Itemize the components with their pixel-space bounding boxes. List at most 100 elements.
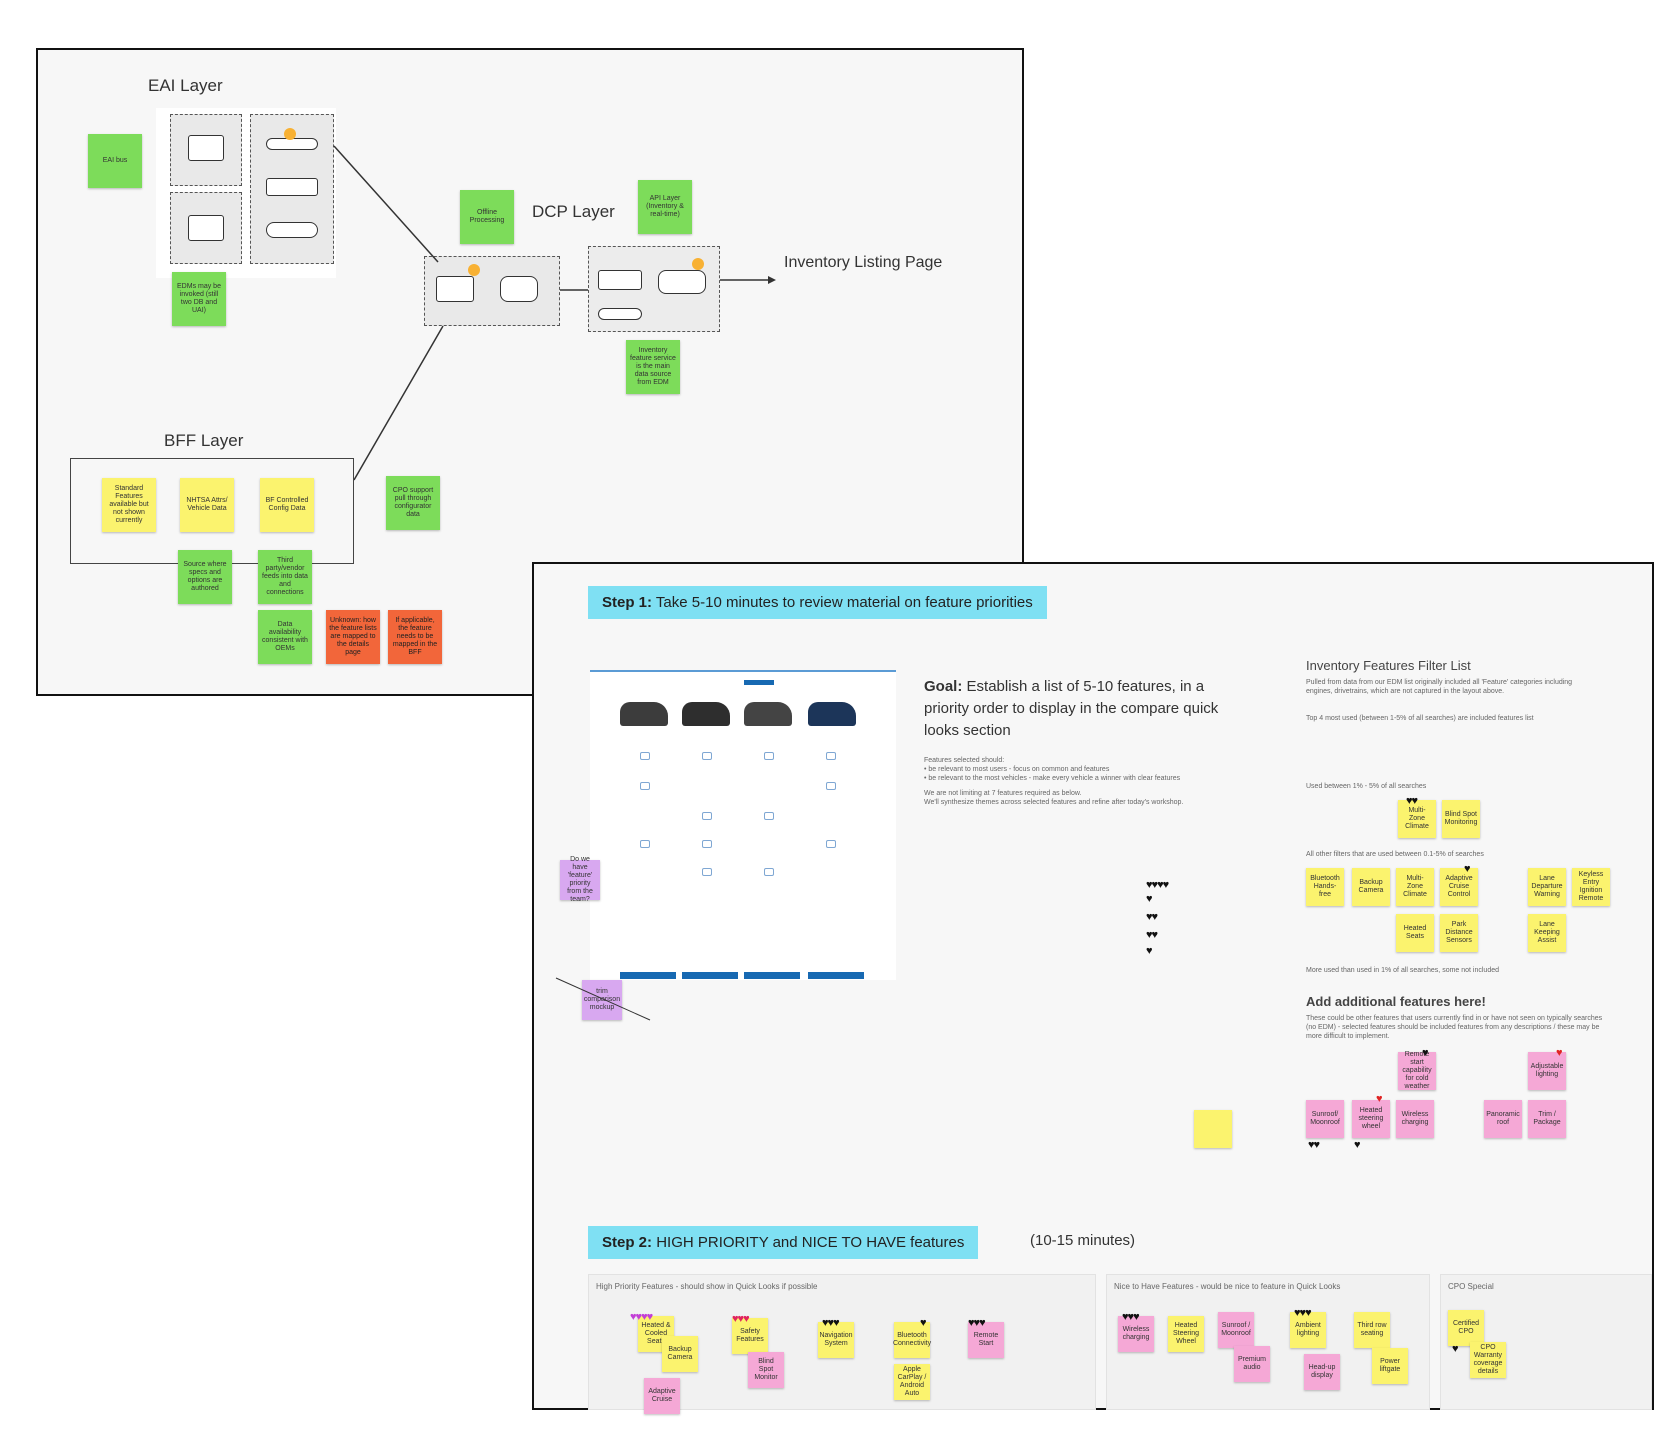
- sticky-note[interactable]: EAI bus: [88, 134, 142, 188]
- strike-line: [555, 977, 651, 1021]
- feature-icon: [764, 812, 774, 820]
- mockup-cta-button[interactable]: [744, 972, 800, 979]
- sticky-note[interactable]: Remote Start: [968, 1322, 1004, 1358]
- comment-marker-icon[interactable]: [692, 258, 704, 270]
- sticky-note[interactable]: Source where specs and options are autho…: [178, 550, 232, 604]
- api-node[interactable]: [598, 270, 642, 290]
- sticky-note[interactable]: Navigation System: [818, 1322, 854, 1358]
- sticky-note[interactable]: Certified CPO: [1448, 1310, 1484, 1346]
- sticky-note[interactable]: Multi-Zone Climate: [1396, 868, 1434, 906]
- sticky-note[interactable]: Bluetooth Hands-free: [1306, 868, 1344, 906]
- feature-icon: [826, 752, 836, 760]
- sticky-note[interactable]: Adaptive Cruise Control: [1440, 868, 1478, 906]
- feature-icon: [702, 868, 712, 876]
- sticky-note[interactable]: EDMs may be invoked (still two DB and UA…: [172, 272, 226, 326]
- sticky-note[interactable]: Heated Seats: [1396, 914, 1434, 952]
- sticky-note[interactable]: Do we have 'feature' priority from the t…: [560, 856, 600, 903]
- mockup-tab: [744, 680, 774, 685]
- sticky-note[interactable]: Wireless charging: [1118, 1316, 1154, 1352]
- api-node[interactable]: [658, 270, 706, 294]
- sticky-note[interactable]: Backup Camera: [662, 1336, 698, 1372]
- sticky-note[interactable]: Ambient lighting: [1290, 1312, 1326, 1348]
- sticky-note[interactable]: Head-up display: [1304, 1354, 1340, 1390]
- sticky-note[interactable]: Third party/vendor feeds into data and c…: [258, 550, 312, 604]
- dcp-node[interactable]: [500, 276, 538, 302]
- sticky-note[interactable]: Bluetooth Connectivity: [893, 1322, 931, 1358]
- sticky-note[interactable]: Offline Processing: [460, 190, 514, 244]
- sticky-note[interactable]: Adaptive Cruise: [644, 1378, 680, 1414]
- sticky-note[interactable]: Multi-Zone Climate: [1398, 800, 1436, 838]
- sticky-note[interactable]: If applicable, the feature needs to be m…: [388, 610, 442, 664]
- sticky-note[interactable]: Premium audio: [1234, 1346, 1270, 1382]
- mockup-cta-button[interactable]: [620, 972, 676, 979]
- sticky-note[interactable]: Park Distance Sensors: [1440, 914, 1478, 952]
- architecture-board[interactable]: EAI Layer EAI bus EDMs may be invoked (s…: [36, 48, 1024, 696]
- additional-features-desc: These could be other features that users…: [1306, 1015, 1603, 1040]
- sticky-note[interactable]: Adjustable lighting: [1528, 1052, 1566, 1090]
- goal-body-line: We are not limiting at 7 features requir…: [924, 790, 1082, 797]
- goal-label: Goal:: [924, 678, 963, 695]
- vote-hearts-icon: ♥♥♥: [1294, 1307, 1312, 1319]
- dcp-node[interactable]: [436, 276, 474, 302]
- sticky-note[interactable]: Lane Departure Warning: [1528, 868, 1566, 906]
- sticky-note[interactable]: Apple CarPlay / Android Auto: [894, 1364, 930, 1400]
- vote-hearts-icon: ♥: [1452, 1343, 1458, 1355]
- mockup-cta-button[interactable]: [682, 972, 738, 979]
- sticky-note[interactable]: Sunroof / Moonroof: [1218, 1312, 1254, 1348]
- sticky-note[interactable]: NHTSA Attrs/ Vehicle Data: [180, 478, 234, 532]
- sticky-note[interactable]: Data availability consistent with OEMs: [258, 610, 312, 664]
- sticky-note[interactable]: Keyless Entry Ignition Remote: [1572, 868, 1610, 906]
- sticky-note[interactable]: Trim / Package: [1528, 1100, 1566, 1138]
- sticky-note[interactable]: BF Controlled Config Data: [260, 478, 314, 532]
- eai-node[interactable]: [266, 222, 318, 238]
- sticky-note[interactable]: CPO support pull through configurator da…: [386, 476, 440, 530]
- vote-hearts-icon: ♥♥♥: [732, 1313, 750, 1325]
- sticky-note[interactable]: CPO Warranty coverage details: [1470, 1342, 1506, 1378]
- sticky-note[interactable]: trim comparison mockup: [582, 980, 622, 1020]
- eai-node[interactable]: [188, 215, 224, 241]
- comment-marker-icon[interactable]: [284, 128, 296, 140]
- arrowhead-icon: [768, 276, 776, 284]
- sticky-note[interactable]: Backup Camera: [1352, 868, 1390, 906]
- sticky-note[interactable]: Blind Spot Monitoring: [1442, 800, 1480, 838]
- sticky-note[interactable]: Safety Features: [732, 1318, 768, 1354]
- vote-hearts-icon: ♥: [1354, 1139, 1360, 1151]
- sticky-note[interactable]: Heated Steering Wheel: [1168, 1316, 1204, 1352]
- sticky-note[interactable]: API Layer (Inventory & real-time): [638, 180, 692, 234]
- eai-node[interactable]: [266, 178, 318, 196]
- feature-icon: [640, 840, 650, 848]
- sticky-note[interactable]: Remote start capability for cold weather: [1398, 1051, 1436, 1090]
- empty-sticky-note[interactable]: [1194, 1110, 1232, 1148]
- feature-icon: [640, 752, 650, 760]
- sticky-note[interactable]: Wireless charging: [1396, 1100, 1434, 1138]
- feature-icon: [640, 782, 650, 790]
- sticky-note[interactable]: Unknown: how the feature lists are mappe…: [326, 610, 380, 664]
- sticky-note[interactable]: Standard Features available but not show…: [102, 478, 156, 532]
- compare-page-mockup[interactable]: [590, 670, 896, 980]
- connector-line: [333, 145, 439, 263]
- sticky-note[interactable]: Panoramic roof: [1484, 1100, 1522, 1138]
- comment-marker-icon[interactable]: [468, 264, 480, 276]
- mockup-cta-button[interactable]: [808, 972, 864, 979]
- sticky-note[interactable]: Heated steering wheel: [1352, 1100, 1390, 1138]
- sticky-note[interactable]: Blind Spot Monitor: [748, 1352, 784, 1388]
- sticky-note[interactable]: Third row seating: [1354, 1312, 1390, 1348]
- vote-hearts-icon: ♥: [1464, 863, 1470, 875]
- sticky-note[interactable]: Sunroof/ Moonroof: [1306, 1100, 1344, 1138]
- filter-list-title: Inventory Features Filter List: [1306, 658, 1471, 673]
- vote-hearts-icon: ♥♥: [1308, 1139, 1320, 1151]
- eai-node[interactable]: [188, 135, 224, 161]
- vote-hearts-icon: ♥: [1146, 893, 1152, 905]
- api-node[interactable]: [598, 308, 642, 320]
- workshop-board[interactable]: Step 1: Take 5-10 minutes to review mate…: [532, 562, 1654, 1414]
- sticky-note[interactable]: Power liftgate: [1372, 1348, 1408, 1384]
- feature-icon: [826, 840, 836, 848]
- vote-hearts-icon: ♥♥♥: [968, 1317, 986, 1329]
- vote-hearts-icon: ♥♥: [1146, 929, 1158, 941]
- goal-body-line: Features selected should:: [924, 757, 1005, 764]
- car-image: [620, 702, 668, 726]
- sticky-note[interactable]: Inventory feature service is the main da…: [626, 340, 680, 394]
- dcp-layer-title: DCP Layer: [532, 202, 615, 221]
- vote-hearts-icon: ♥: [1376, 1093, 1382, 1105]
- sticky-note[interactable]: Lane Keeping Assist: [1528, 914, 1566, 952]
